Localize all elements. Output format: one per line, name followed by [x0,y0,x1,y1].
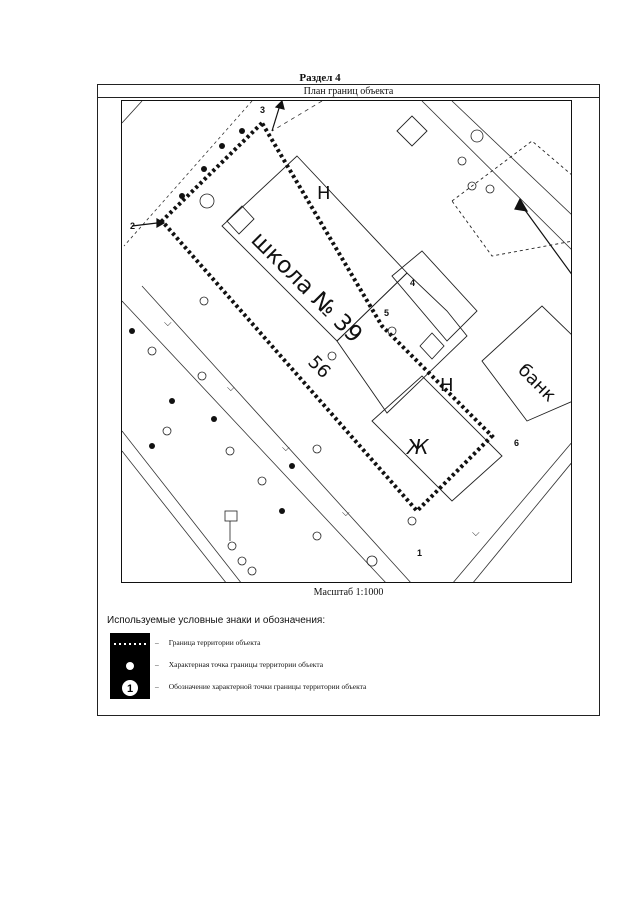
road-lines [122,101,571,582]
well-icon [224,510,238,541]
map-scale: Масштаб 1:1000 [313,587,384,598]
legend-label-boundary: Граница территории объекта [168,638,261,647]
label-n-lower: Н [440,375,454,396]
label-zh: Ж [405,435,430,459]
plan-frame: План границ объекта [97,84,600,716]
svg-text:⌵: ⌵ [282,443,290,454]
label-56: 56 [303,352,334,383]
building-zh [371,375,503,502]
tree-markers [147,129,495,576]
point-label-1: 1 [417,548,422,558]
building-kiosk-2 [419,332,445,360]
legend-title: Используемые условные знаки и обозначени… [107,615,326,626]
building-tiny [396,115,428,147]
building-kiosk-1 [226,205,255,235]
building-annex [336,272,468,414]
svg-text:⌵: ⌵ [472,528,480,539]
object-boundary [159,121,495,514]
svg-text:⌵: ⌵ [342,508,350,519]
grass-marks: ⌵ ⌵ ⌵ ⌵ ⌵ [164,318,480,539]
legend-number-text: 1 [127,683,133,695]
point-number-icon: 1 [110,677,150,699]
label-n-upper: Н [317,183,331,204]
point-label-3: 3 [260,105,265,115]
legend-item-boundary: –Граница территории объекта [110,633,570,655]
map-svg: ⌵⌵⌵ ⌵⌵ школа № 39 56 Н Н Ж банк 1 2 3 4 … [122,101,571,582]
building-bank [481,305,571,422]
label-school: школа № 39 [246,227,367,348]
point-label-4: 4 [410,278,415,288]
plan-title: План границ объекта [98,85,599,98]
boundary-dots-icon [110,633,150,655]
svg-text:⌵: ⌵ [227,383,235,394]
arrow-icons [131,101,571,275]
legend-label-point: Характерная точка границы территории объ… [168,660,324,669]
filled-markers [129,128,295,514]
building-small [391,250,478,342]
section-title: Раздел 4 [299,72,341,84]
legend-item-point: –Характерная точка границы территории об… [110,655,570,677]
svg-text:⌵: ⌵ [164,318,172,329]
boundary-plan-map: ⌵⌵⌵ ⌵⌵ школа № 39 56 Н Н Ж банк 1 2 3 4 … [121,100,572,583]
buildings [221,115,571,502]
point-dot-icon [110,655,150,677]
legend-item-number: 1 –Обозначение характерной точки границы… [110,677,570,699]
building-dashed [451,140,571,257]
point-label-6: 6 [514,438,519,448]
point-label-5: 5 [384,308,389,318]
label-bank: банк [513,360,560,407]
legend-label-number: Обозначение характерной точки границы те… [168,682,367,691]
